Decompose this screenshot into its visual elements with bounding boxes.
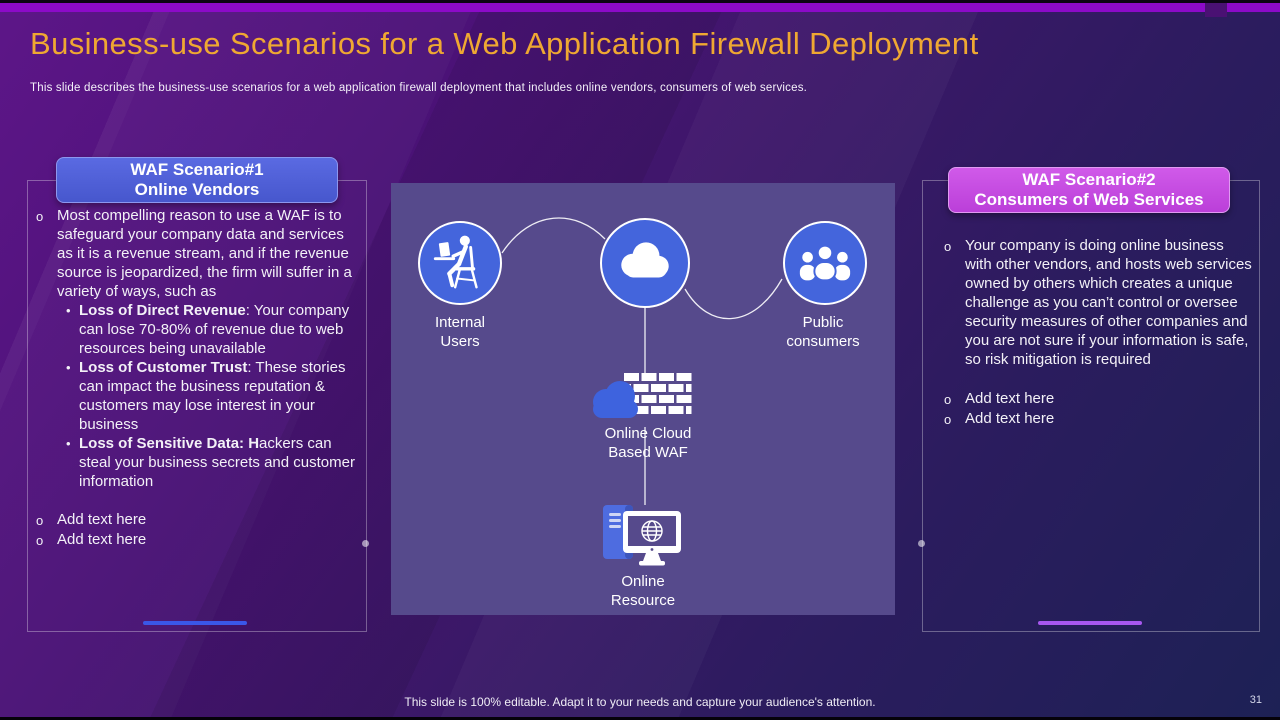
- scenario1-header: WAF Scenario#1 Online Vendors: [56, 157, 338, 203]
- bullet-item: o Most compelling reason to use a WAF is…: [36, 206, 356, 301]
- cloud-icon: [621, 242, 669, 278]
- internal-users-node: [418, 221, 502, 305]
- bottom-black-bar: [0, 717, 1280, 720]
- scenario1-accent-underline: [143, 621, 247, 625]
- waf-diagram-panel: Internal Users Public consumers: [391, 183, 895, 615]
- circle-bullet-marker: o: [944, 392, 952, 407]
- scenario1-body: o Most compelling reason to use a WAF is…: [36, 206, 356, 550]
- dot-bullet-marker: •: [66, 360, 71, 375]
- person-laptop-icon: [433, 235, 478, 289]
- editable-note: This slide is 100% editable. Adapt it to…: [404, 695, 876, 709]
- bullet-item: • Loss of Customer Trust: These stories …: [66, 358, 356, 434]
- add-text-placeholder[interactable]: Add text here: [57, 511, 147, 528]
- cloud-network-node: [600, 218, 690, 308]
- bullet-item: • Loss of Direct Revenue: Your company c…: [66, 301, 356, 358]
- top-black-bar: [0, 0, 1280, 3]
- scenario2-accent-underline: [1038, 621, 1142, 625]
- people-group-icon: [799, 244, 851, 282]
- bullet-item: • Loss of Sensitive Data: Hackers can st…: [66, 434, 356, 491]
- placeholder-item[interactable]: o Add text here: [944, 389, 1254, 409]
- loss-customer-trust-text: Loss of Customer Trust: These stories ca…: [79, 359, 346, 433]
- scenario2-header: WAF Scenario#2 Consumers of Web Services: [948, 167, 1230, 213]
- circle-bullet-marker: o: [36, 533, 44, 548]
- online-resource-label: Online Resource: [610, 573, 676, 609]
- placeholder-item[interactable]: o Add text here: [944, 409, 1254, 429]
- slide-subtitle: This slide describes the business-use sc…: [30, 82, 808, 94]
- add-text-placeholder[interactable]: Add text here: [965, 410, 1055, 427]
- scenario2-body: o Your company is doing online business …: [944, 236, 1254, 429]
- circle-bullet-marker: o: [944, 239, 952, 254]
- dot-bullet-marker: •: [66, 303, 71, 318]
- loss-direct-revenue-text: Loss of Direct Revenue: Your company can…: [79, 302, 350, 357]
- page-number: 31: [1249, 694, 1262, 706]
- connector-dot-icon: [918, 540, 925, 547]
- internal-users-label: Internal Users: [434, 314, 486, 350]
- loss-sensitive-data-text: Loss of Sensitive Data: Hackers can stea…: [79, 435, 355, 490]
- connector-dot-icon: [362, 540, 369, 547]
- page-title: Business-use Scenarios for a Web Applica…: [30, 26, 979, 61]
- public-consumers-label: Public consumers: [786, 314, 860, 350]
- scenario1-intro-text: Most compelling reason to use a WAF is t…: [57, 207, 352, 300]
- scenario2-header-line1: WAF Scenario#2: [1022, 170, 1156, 189]
- top-accent-strip: [0, 3, 1280, 12]
- public-consumers-node: [783, 221, 867, 305]
- add-text-placeholder[interactable]: Add text here: [965, 390, 1055, 407]
- bullet-item: o Your company is doing online business …: [944, 236, 1254, 369]
- placeholder-item[interactable]: o Add text here: [36, 530, 356, 550]
- add-text-placeholder[interactable]: Add text here: [57, 531, 147, 548]
- circle-bullet-marker: o: [36, 209, 44, 224]
- dot-bullet-marker: •: [66, 436, 71, 451]
- online-resource-icon: [603, 505, 681, 566]
- scenario1-header-line1: WAF Scenario#1: [130, 160, 264, 179]
- cloud-firewall-icon: [593, 373, 692, 418]
- scenario1-header-line2: Online Vendors: [134, 180, 260, 199]
- placeholder-item[interactable]: o Add text here: [36, 510, 356, 530]
- top-strip-notch: [1205, 3, 1227, 17]
- scenario2-header-line2: Consumers of Web Services: [974, 190, 1204, 209]
- circle-bullet-marker: o: [36, 513, 44, 528]
- circle-bullet-marker: o: [944, 412, 952, 427]
- online-cloud-waf-label: Online Cloud Based WAF: [604, 425, 692, 461]
- scenario2-intro-text: Your company is doing online business wi…: [965, 237, 1252, 368]
